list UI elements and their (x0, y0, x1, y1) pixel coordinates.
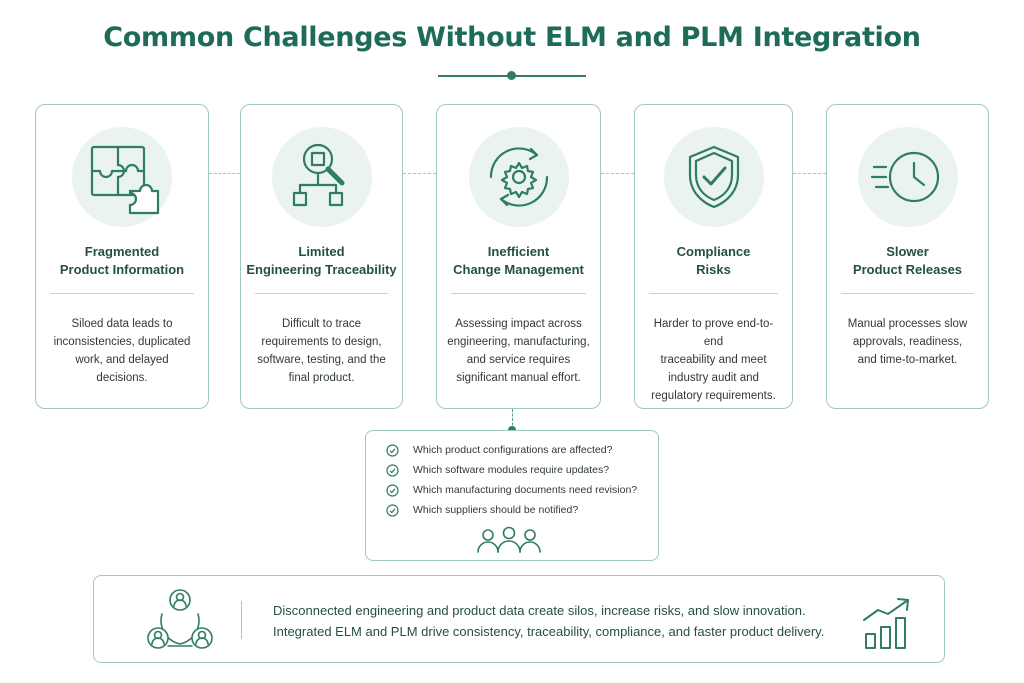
card-title-line: Limited (298, 244, 345, 259)
card-desc-line: Siloed data leads to (71, 318, 173, 330)
card-divider (649, 293, 778, 294)
card-desc-line: approvals, readiness, (852, 336, 963, 348)
card-divider (255, 293, 388, 294)
challenge-card-compliance: Compliance Risks Harder to prove end-to-… (634, 104, 793, 409)
connector (403, 173, 436, 174)
card-divider (50, 293, 194, 294)
growth-chart-icon (863, 598, 909, 649)
check-circle-icon (386, 483, 399, 497)
card-divider (451, 293, 586, 294)
team-icon (477, 526, 541, 553)
impact-questions-box: Which product configurations are affecte… (365, 430, 659, 561)
card-divider (841, 293, 974, 294)
card-desc-line: Assessing impact across (455, 318, 582, 330)
card-desc-line: Harder to prove end-to-end (653, 318, 774, 348)
question-item: Which manufacturing documents need revis… (386, 482, 637, 498)
card-title-line: Slower (886, 244, 929, 259)
card-desc-line: regulatory requirements. (651, 390, 776, 402)
summary-box: Disconnected engineering and product dat… (93, 575, 945, 663)
question-text: Which manufacturing documents need revis… (413, 484, 638, 496)
card-desc-line: Manual processes slow (847, 318, 968, 330)
summary-line: Disconnected engineering and product dat… (273, 603, 806, 618)
clock-icon (857, 127, 958, 227)
question-item: Which product configurations are affecte… (386, 442, 612, 458)
question-item: Which suppliers should be notified? (386, 502, 578, 518)
challenge-card-slower-releases: Slower Product Releases Manual processes… (826, 104, 989, 409)
check-circle-icon (386, 463, 399, 477)
page-title: Common Challenges Without ELM and PLM In… (103, 22, 921, 53)
card-desc-line: software, testing, and the (257, 354, 386, 366)
card-desc-line: work, and delayed (75, 354, 169, 366)
check-circle-icon (386, 503, 399, 517)
card-desc-line: and service requires (466, 354, 571, 366)
question-text: Which product configurations are affecte… (413, 444, 613, 456)
card-desc-line: and time-to-market. (857, 354, 958, 366)
connector (209, 173, 240, 174)
card-desc-line: requirements to design, (261, 336, 382, 348)
connector (601, 173, 634, 174)
question-item: Which software modules require updates? (386, 462, 609, 478)
challenge-card-fragmented: Fragmented Product Information Siloed da… (35, 104, 209, 409)
card-title-line: Risks (696, 262, 731, 277)
card-desc-line: industry audit and (668, 372, 759, 384)
challenge-card-traceability: Limited Engineering Traceability Difficu… (240, 104, 403, 409)
card-title-line: Inefficient (487, 244, 550, 259)
question-text: Which suppliers should be notified? (413, 504, 579, 516)
connector (793, 173, 826, 174)
card-desc-line: inconsistencies, duplicated (53, 336, 191, 348)
card-desc-line: final product. (288, 372, 355, 384)
card-title-line: Engineering Traceability (246, 262, 397, 277)
card-title-line: Product Releases (852, 262, 963, 277)
check-circle-icon (386, 443, 399, 457)
card-desc-line: significant manual effort. (456, 372, 581, 384)
card-desc-line: Difficult to trace (281, 318, 362, 330)
summary-line: Integrated ELM and PLM drive consistency… (273, 624, 825, 639)
question-text: Which software modules require updates? (413, 464, 610, 476)
traceability-icon (271, 127, 372, 227)
title-dot (507, 71, 516, 80)
card-desc-line: traceability and meet (660, 354, 767, 366)
summary-divider (241, 601, 242, 639)
card-desc-line: decisions. (96, 372, 148, 384)
card-title-line: Change Management (453, 262, 584, 277)
card-desc-line: engineering, manufacturing, (447, 336, 590, 348)
challenge-card-change-management: Inefficient Change Management Assessing … (436, 104, 601, 409)
card-title-line: Product Information (59, 262, 185, 277)
shield-check-icon (663, 127, 764, 227)
gear-cycle-icon (468, 127, 569, 227)
puzzle-icon (72, 127, 172, 227)
card-title-line: Fragmented (84, 244, 160, 259)
connected-people-icon (147, 589, 213, 649)
card-title-line: Compliance (676, 244, 751, 259)
connector-vertical (512, 409, 513, 430)
